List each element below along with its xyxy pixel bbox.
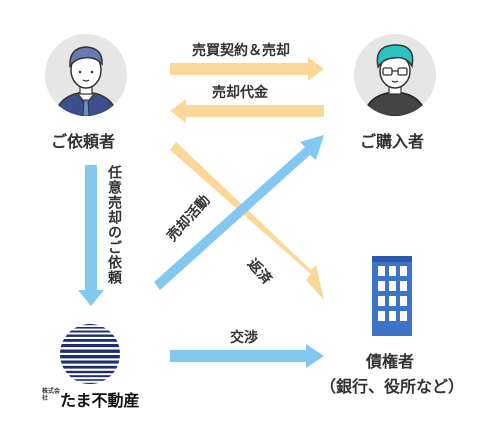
- sale-contract-arrow: [170, 57, 324, 81]
- creditor-sublabel: （銀行、役所など）: [320, 377, 465, 396]
- company-corp-mark: 株式会社: [42, 388, 61, 402]
- sale-payment-label: 売却代金: [212, 85, 268, 101]
- client-label: ご依頼者: [51, 132, 116, 151]
- buyer-avatar-icon: [354, 34, 436, 116]
- buyer-label: ご購入者: [360, 132, 425, 151]
- sales-activity-arrow: [154, 135, 324, 290]
- voluntary-sale-request-label: 任意売却のご依頼: [106, 165, 122, 285]
- sale-payment-arrow: [170, 99, 324, 123]
- repayment-arrow: [170, 142, 324, 300]
- sale-contract-label: 売買契約＆売却: [192, 43, 290, 59]
- negotiation-arrow: [170, 344, 324, 368]
- company-name: たま不動産: [60, 391, 140, 410]
- company-logo-icon: [58, 322, 122, 386]
- client-avatar-icon: [45, 34, 127, 116]
- voluntary-sale-request-arrow: [78, 165, 104, 306]
- creditor-label: 債権者: [366, 352, 415, 371]
- negotiation-label: 交渉: [230, 330, 258, 346]
- building-icon: [368, 254, 418, 336]
